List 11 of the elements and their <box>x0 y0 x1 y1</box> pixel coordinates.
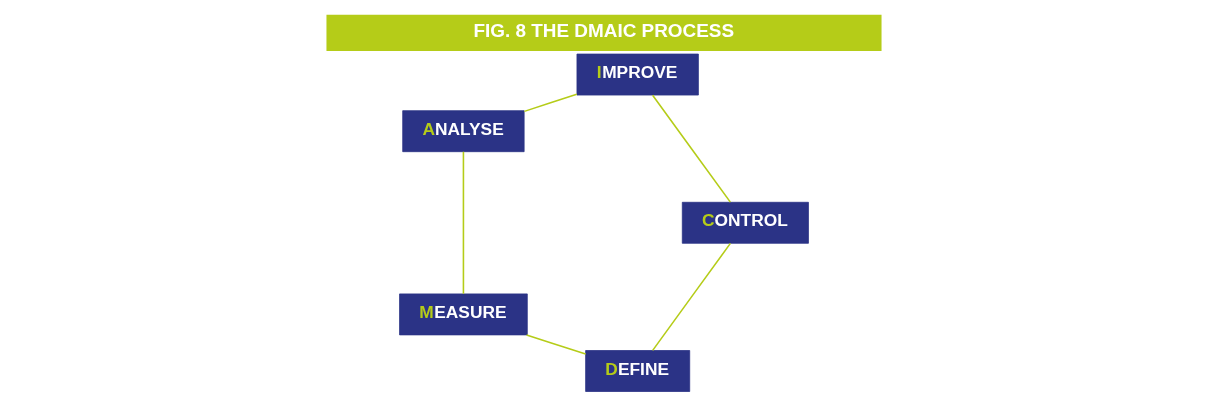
node-box: CONTROL <box>681 201 809 244</box>
node-box: ANALYSE <box>402 110 525 153</box>
connector <box>651 242 732 352</box>
connector <box>651 94 732 203</box>
node-box: MEASURE <box>399 293 528 336</box>
node-box: IMPROVE <box>576 53 699 96</box>
diagram-title: FIG. 8 THE DMAIC PROCESS <box>473 19 735 41</box>
connector <box>523 93 578 113</box>
node-box: DEFINE <box>585 350 691 392</box>
connector <box>525 334 587 355</box>
connector <box>462 151 465 295</box>
